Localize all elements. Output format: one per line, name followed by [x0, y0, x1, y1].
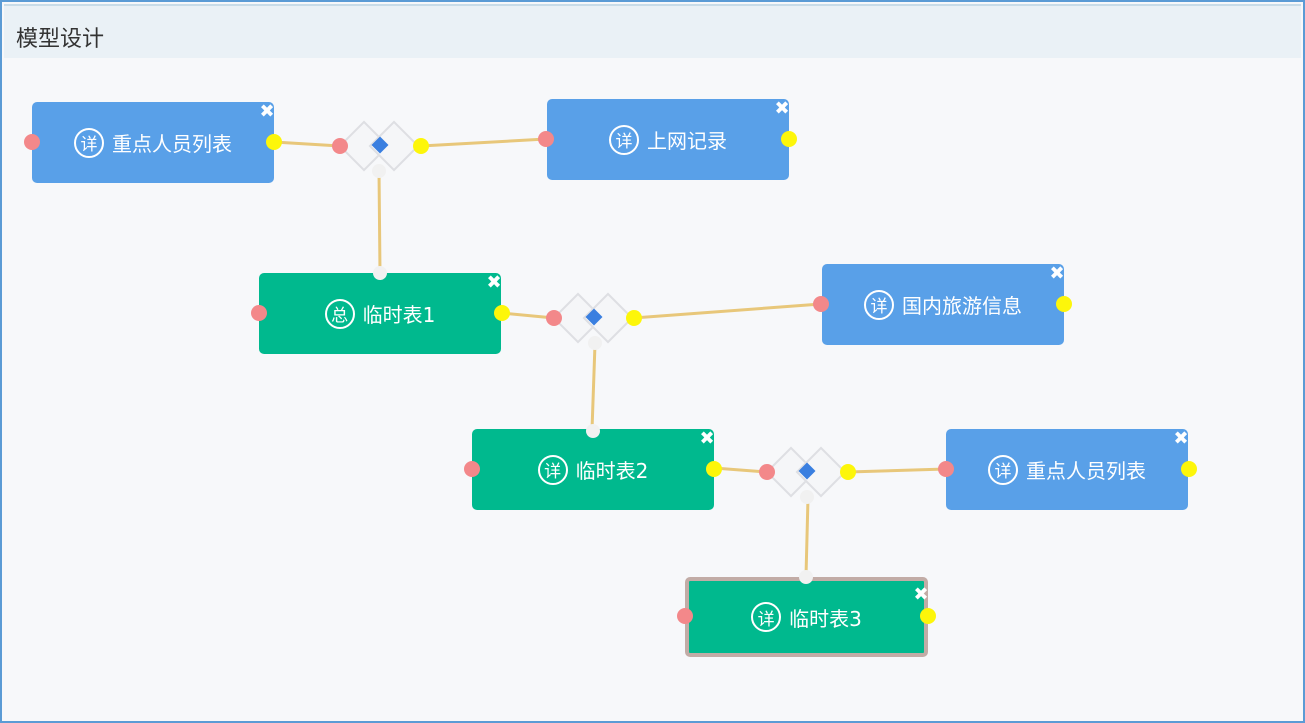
- link-join2-n4: [632, 302, 823, 320]
- link-n5-join3: [712, 466, 769, 474]
- node-input-port[interactable]: [24, 134, 40, 150]
- close-icon[interactable]: ✖: [774, 98, 790, 119]
- detail-badge-icon: 详: [988, 454, 1018, 485]
- node-temp-table-1[interactable]: 总 临时表1 ✖: [259, 272, 502, 354]
- join-input-port[interactable]: [546, 310, 562, 326]
- join-input-port[interactable]: [759, 464, 775, 480]
- summary-badge-icon: 总: [324, 298, 355, 329]
- node-output-port[interactable]: [781, 131, 797, 147]
- link-join2-n5: [590, 342, 597, 432]
- node-label: 临时表1: [362, 303, 436, 327]
- close-icon[interactable]: ✖: [913, 584, 929, 605]
- join-bottom-port[interactable]: [372, 164, 386, 178]
- node-input-port[interactable]: [464, 461, 480, 477]
- detail-badge-icon: 详: [864, 289, 894, 320]
- node-input-port[interactable]: [251, 305, 267, 321]
- join-input-port[interactable]: [332, 138, 348, 154]
- node-internet-records[interactable]: 详 上网记录 ✖: [547, 98, 790, 180]
- node-top-port[interactable]: [586, 424, 600, 438]
- node-input-port[interactable]: [538, 131, 554, 147]
- node-output-port[interactable]: [1056, 296, 1072, 312]
- node-output-port[interactable]: [920, 608, 936, 624]
- detail-badge-icon: 详: [751, 602, 782, 632]
- panel-title: 模型设计: [16, 27, 105, 52]
- node-label: 上网记录: [647, 129, 727, 153]
- close-icon[interactable]: ✖: [699, 428, 715, 449]
- node-temp-table-2[interactable]: 详 临时表2 ✖: [472, 428, 715, 510]
- link-join3-n7: [804, 496, 810, 578]
- link-n1-join1: [272, 140, 342, 148]
- panel-header: 模型设计: [4, 4, 1301, 58]
- link-n3-join2: [500, 311, 556, 320]
- close-icon[interactable]: ✖: [1049, 263, 1065, 284]
- node-label: 国内旅游信息: [902, 294, 1022, 318]
- node-output-port[interactable]: [494, 305, 510, 321]
- node-output-port[interactable]: [266, 134, 282, 150]
- join-output-port[interactable]: [840, 464, 856, 480]
- join-output-port[interactable]: [626, 310, 642, 326]
- link-join1-n2: [419, 137, 548, 148]
- node-input-port[interactable]: [677, 608, 693, 624]
- node-output-port[interactable]: [1181, 461, 1197, 477]
- node-label: 临时表2: [575, 459, 649, 483]
- join-output-port[interactable]: [413, 138, 429, 154]
- node-label: 临时表3: [789, 606, 862, 631]
- detail-badge-icon: 详: [537, 454, 568, 485]
- close-icon[interactable]: ✖: [1173, 428, 1189, 449]
- close-icon[interactable]: ✖: [259, 101, 275, 122]
- detail-badge-icon: 详: [74, 127, 104, 158]
- node-label: 重点人员列表: [112, 132, 232, 156]
- node-key-persons[interactable]: 详 重点人员列表 ✖: [32, 101, 275, 183]
- join-bottom-port[interactable]: [588, 336, 602, 350]
- join-bottom-port[interactable]: [800, 490, 814, 504]
- node-input-port[interactable]: [938, 461, 954, 477]
- node-key-persons[interactable]: 详 重点人员列表 ✖: [946, 428, 1189, 510]
- node-temp-table-3[interactable]: 详 临时表3 ✖: [685, 577, 929, 657]
- node-output-port[interactable]: [706, 461, 722, 477]
- node-label: 重点人员列表: [1026, 459, 1146, 483]
- node-input-port[interactable]: [813, 296, 829, 312]
- close-icon[interactable]: ✖: [486, 272, 502, 293]
- detail-badge-icon: 详: [609, 124, 639, 155]
- node-top-port[interactable]: [799, 570, 813, 584]
- node-domestic-travel[interactable]: 详 国内旅游信息 ✖: [822, 263, 1065, 345]
- link-join3-n6: [846, 467, 948, 474]
- link-join1-n3: [377, 169, 382, 274]
- node-top-port[interactable]: [373, 266, 387, 280]
